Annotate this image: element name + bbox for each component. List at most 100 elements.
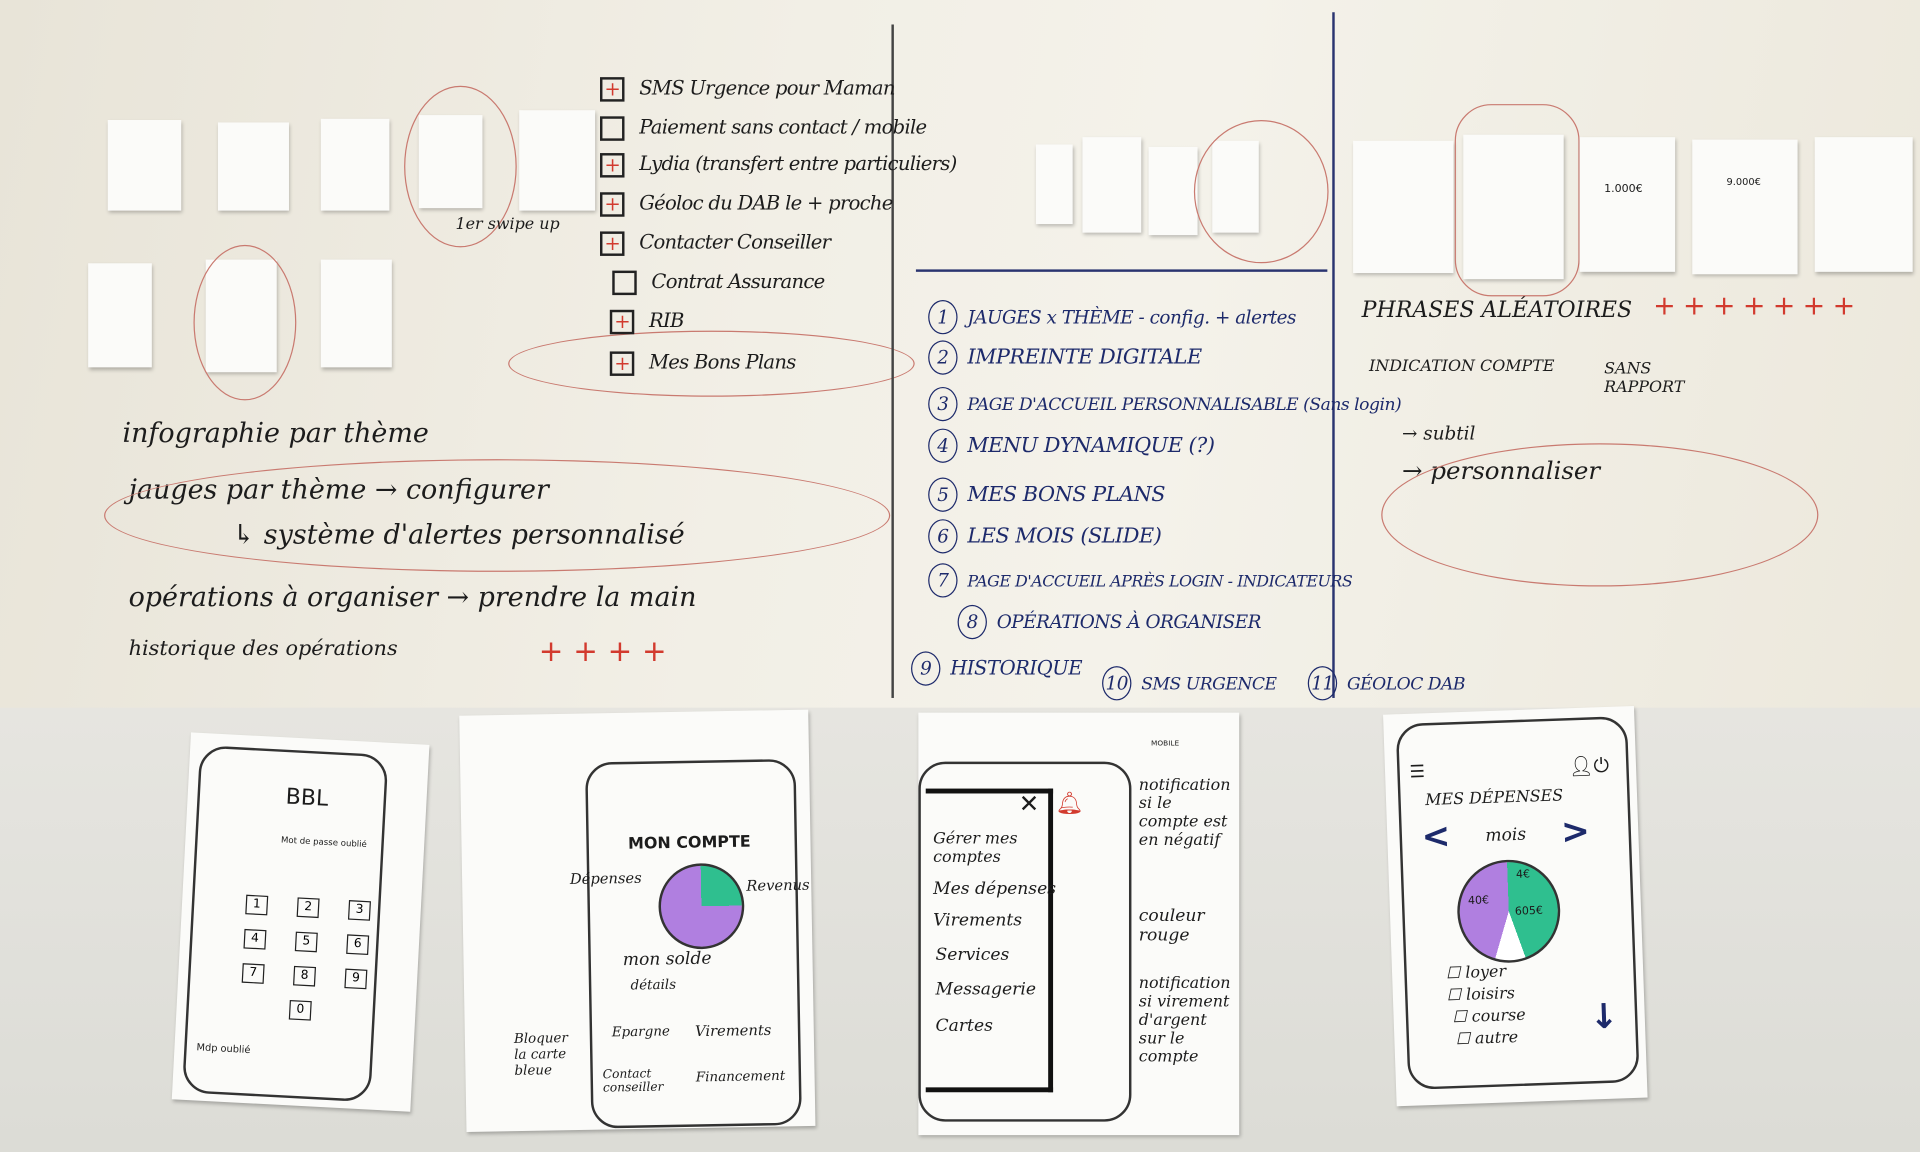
menu-item[interactable]: Virements (933, 911, 1023, 931)
category-label: autre (1474, 1028, 1519, 1049)
action-transfers[interactable]: Virements (694, 1021, 772, 1040)
user-power-icons[interactable]: 👤︎⏻ (1568, 753, 1610, 779)
priority-number: 9 (911, 651, 941, 686)
details-link[interactable]: détails (630, 976, 677, 994)
category-label: loyer (1465, 962, 1507, 983)
down-arrow-icon[interactable]: ↓ (1588, 995, 1620, 1038)
feature-label: Géoloc du DAB le + proche (639, 191, 893, 215)
category-item[interactable]: ☐ autre (1455, 1028, 1519, 1050)
priority-label: OPÉRATIONS À ORGANISER (996, 611, 1262, 634)
sketch-paper (88, 263, 152, 368)
key[interactable]: 4 (243, 928, 267, 950)
feature-label: SMS Urgence pour Maman (639, 75, 895, 100)
plus-votes: +++++++ (1653, 291, 1863, 323)
menu-item[interactable]: Mes dépenses (933, 879, 1057, 899)
red-oval (104, 459, 891, 572)
priority-label: LES MOIS (SLIDE) (967, 524, 1162, 549)
plus-votes: ++++ (538, 634, 677, 669)
key[interactable]: 9 (344, 968, 368, 990)
sketch-paper (1463, 134, 1564, 280)
priority-number: 2 (928, 340, 958, 375)
divider (915, 269, 1328, 272)
divider (1332, 12, 1335, 698)
sketch-paper (1082, 137, 1142, 233)
key[interactable]: 3 (347, 900, 371, 921)
key[interactable]: 2 (296, 897, 320, 919)
checkbox-checked: + (600, 191, 625, 217)
checkbox-checked: + (600, 76, 625, 102)
action-financing[interactable]: Financement (695, 1067, 786, 1086)
checkbox-empty (600, 115, 625, 141)
priority-number: 4 (928, 428, 958, 463)
idea-item: infographie par thème (122, 418, 429, 450)
priority-number: 10 (1102, 666, 1132, 701)
sketch-paper (519, 110, 596, 211)
action-contact[interactable]: Contact conseiller (602, 1067, 664, 1096)
close-icon[interactable]: ✕ (1018, 788, 1040, 818)
phone-outline (918, 761, 1132, 1122)
next-arrow-icon[interactable]: > (1560, 810, 1591, 852)
idea-item: opérations à organiser → prendre la main (128, 582, 697, 614)
checkbox-checked: + (609, 309, 635, 334)
branch-left: INDICATION COMPTE (1368, 357, 1555, 376)
priority-label: IMPREINTE DIGITALE (967, 345, 1202, 370)
priority-number: 8 (957, 604, 987, 640)
red-circle (193, 244, 297, 401)
checkbox-checked: + (600, 230, 625, 256)
category-item[interactable]: ☐ loyer (1445, 962, 1507, 984)
menu-item[interactable]: Services (935, 945, 1010, 965)
period-label: mois (1484, 824, 1527, 846)
account-sketch: MON COMPTE Dépenses Revenus mon solde dé… (459, 709, 816, 1133)
key[interactable]: 6 (346, 934, 370, 956)
checkbox-empty (612, 270, 637, 295)
menu-icon[interactable]: ☰ (1409, 762, 1426, 783)
sketch-paper (1148, 146, 1198, 236)
amount-label: 9.000€ (1726, 176, 1761, 188)
sketch-paper (320, 118, 390, 211)
bell-icon[interactable]: 🔔︎ (1055, 791, 1084, 817)
pie-value: 605€ (1514, 905, 1544, 919)
menu-item[interactable]: Cartes (935, 1016, 993, 1036)
priority-label: PAGE D'ACCUEIL APRÈS LOGIN - INDICATEURS (967, 573, 1353, 592)
pie-value: 4€ (1515, 868, 1531, 882)
sketch-paper (217, 122, 289, 211)
sketch-paper (1035, 144, 1073, 225)
red-circle (1193, 120, 1329, 264)
key[interactable]: 7 (241, 963, 265, 984)
key[interactable]: 0 (288, 999, 312, 1021)
swipe-note: 1er swipe up (455, 215, 560, 234)
priority-number: 6 (928, 519, 958, 554)
category-item[interactable]: ☐ course (1452, 1006, 1527, 1028)
annotation: couleur rouge (1138, 906, 1205, 946)
priority-label: MES BONS PLANS (967, 482, 1166, 507)
expenses-sketch: ☰ 👤︎⏻ MES DÉPENSES < mois > 40€ 4€ 605€ … (1383, 705, 1648, 1107)
balance-label: mon solde (622, 948, 712, 971)
priority-label: GÉOLOC DAB (1346, 674, 1466, 695)
keypad: 1 2 3 4 5 6 7 8 9 0 (225, 887, 416, 1034)
red-outline (1454, 104, 1580, 297)
side-menu (925, 788, 1054, 1093)
red-oval (508, 330, 915, 397)
prev-arrow-icon[interactable]: < (1420, 815, 1452, 857)
menu-sketch: MOBILE ✕ 🔔︎ Gérer mes comptes Mes dépens… (918, 712, 1240, 1136)
category-label: loisirs (1465, 984, 1516, 1005)
menu-item[interactable]: Gérer mes comptes (933, 830, 1018, 867)
label-depenses: Dépenses (569, 869, 642, 888)
idea-item: historique des opérations (128, 636, 398, 662)
sketch-paper (107, 120, 182, 211)
key[interactable]: 8 (293, 965, 317, 987)
header-label: MOBILE (1151, 739, 1180, 749)
action-savings[interactable]: Epargne (611, 1023, 671, 1041)
key[interactable]: 5 (294, 931, 318, 953)
action-block-card[interactable]: Bloquer la carte bleue (513, 1029, 569, 1079)
checkbox-checked: + (600, 152, 625, 177)
feature-label: Contrat Assurance (651, 269, 825, 293)
sketch-paper (320, 259, 392, 368)
amount-label: 1.000€ (1604, 183, 1643, 196)
screen-title: MON COMPTE (627, 833, 751, 854)
key[interactable]: 1 (245, 894, 269, 916)
menu-item[interactable]: Messagerie (935, 979, 1036, 1000)
category-item[interactable]: ☐ loisirs (1446, 984, 1516, 1006)
priority-number: 1 (928, 300, 958, 335)
